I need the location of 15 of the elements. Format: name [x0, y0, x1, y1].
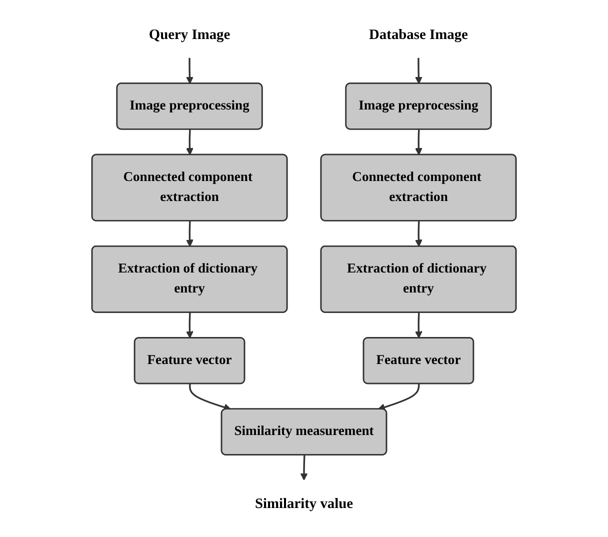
arrow — [414, 312, 422, 338]
node-text: Query Image — [148, 26, 230, 42]
arrow — [300, 454, 308, 480]
arrow — [414, 128, 422, 155]
node-text: Database Image — [369, 26, 468, 42]
arrow — [186, 128, 194, 155]
arrow — [186, 312, 194, 338]
flowchart: Query Image Database Image Image preprocessing Connected component extraction Extraction of dictionary entry Feature vector Image preprocessing Connected component extraction Extraction of dictionary entry Feature vector Similarity measurement Similarity value — [4, 4, 604, 534]
arrow — [378, 383, 420, 410]
arrow — [186, 57, 194, 84]
arrow — [189, 383, 232, 410]
arrow — [414, 220, 422, 246]
arrow — [414, 57, 422, 84]
node-text: Similarity value — [254, 494, 354, 512]
arrow — [186, 220, 194, 246]
